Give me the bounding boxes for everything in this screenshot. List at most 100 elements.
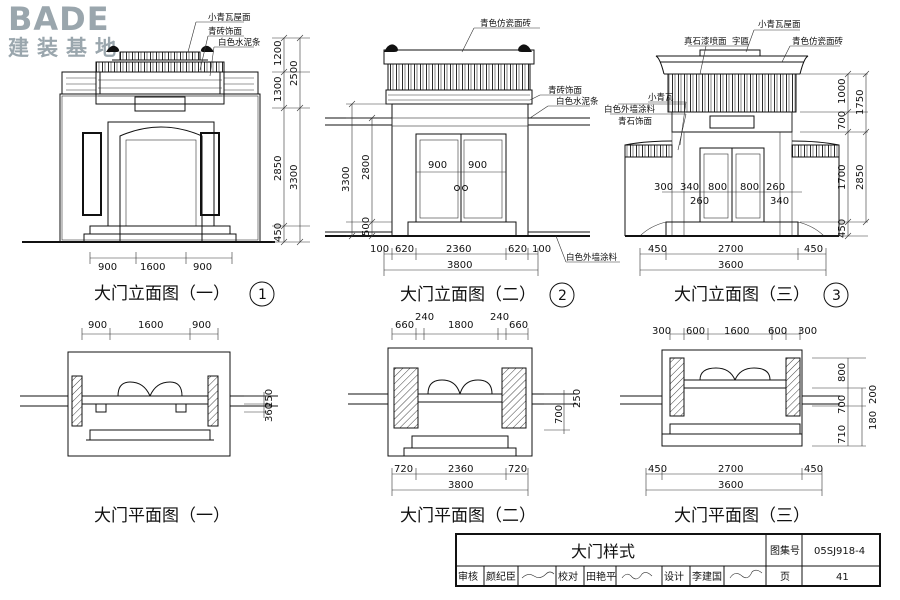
svg-text:1300: 1300	[273, 77, 284, 102]
svg-text:600: 600	[768, 326, 787, 337]
e3-callout-plaque: 字匾	[732, 36, 750, 47]
svg-text:240: 240	[490, 312, 509, 323]
svg-text:250: 250	[572, 389, 583, 408]
svg-text:660: 660	[509, 320, 528, 331]
svg-text:450: 450	[804, 464, 823, 475]
svg-text:800: 800	[708, 182, 727, 193]
plan-1	[20, 328, 278, 457]
e3-dim-bottom-total: 3600	[718, 260, 743, 271]
e2-door-dim-right: 900	[468, 160, 487, 171]
svg-text:360: 360	[264, 403, 275, 422]
svg-text:2850: 2850	[855, 165, 866, 190]
svg-text:1800: 1800	[448, 320, 473, 331]
svg-text:300: 300	[652, 326, 671, 337]
e3-callout-roof: 小青瓦屋面	[758, 19, 801, 30]
p3-dims-bottom-a: 450 2700 450	[648, 464, 823, 475]
e1-caption: 大门立面图（一）	[94, 284, 230, 304]
logo-brand: BADE	[8, 0, 110, 38]
svg-text:1600: 1600	[724, 326, 749, 337]
p3-dim-bottom-total: 3600	[718, 480, 743, 491]
svg-text:450: 450	[837, 219, 848, 238]
svg-text:100: 100	[370, 244, 389, 255]
e2-dim-left-b0: 2800	[361, 155, 372, 180]
tb-designer-signature	[729, 569, 763, 579]
tb-page-no: 41	[836, 572, 849, 583]
e1-number-circle	[249, 281, 275, 307]
tb-title: 大门样式	[571, 542, 635, 561]
svg-text:450: 450	[804, 244, 823, 255]
e3-number: 3	[832, 288, 841, 304]
svg-text:340: 340	[680, 182, 699, 193]
e2-dims-bottom-a: 100 620 2360 620 100	[370, 244, 551, 255]
svg-text:260: 260	[766, 182, 785, 193]
title-block	[455, 533, 881, 587]
svg-text:720: 720	[508, 464, 527, 475]
tb-page-label: 页	[780, 571, 790, 583]
svg-text:260: 260	[690, 196, 709, 207]
p1-caption: 大门平面图（一）	[94, 506, 230, 526]
p1-dims-top: 900 1600 900	[88, 320, 211, 331]
svg-text:3300: 3300	[289, 165, 300, 190]
svg-text:1700: 1700	[837, 165, 848, 190]
svg-text:2360: 2360	[448, 464, 473, 475]
e2-caption: 大门立面图（二）	[400, 285, 536, 305]
svg-text:450: 450	[648, 464, 667, 475]
tb-atlas-label: 图集号	[770, 544, 800, 557]
tb-designer: 李建国	[692, 570, 722, 583]
p3-caption: 大门平面图（三）	[674, 506, 810, 526]
svg-text:800: 800	[837, 363, 848, 382]
plan-2	[348, 328, 578, 496]
elevation-2	[325, 27, 620, 276]
e3-callout-small-tile: 小青瓦	[648, 92, 674, 103]
e2-callout-cement: 白色水泥条	[556, 96, 599, 107]
elevation-3	[610, 29, 870, 276]
e2-dim-left-a: 3300	[341, 167, 352, 192]
p3-dims-right-a: 800 700 710	[837, 363, 848, 444]
svg-text:2500: 2500	[289, 61, 300, 86]
plan-3	[620, 328, 866, 496]
p2-caption: 大门平面图（二）	[400, 506, 536, 526]
svg-text:1750: 1750	[855, 90, 866, 115]
svg-text:180: 180	[868, 411, 879, 430]
svg-text:1600: 1600	[138, 320, 163, 331]
p2-dim-bottom-total: 3800	[448, 480, 473, 491]
svg-text:2700: 2700	[718, 244, 743, 255]
e3-dims-bottom-a: 450 2700 450	[648, 244, 823, 255]
e3-caption: 大门立面图（三）	[674, 285, 810, 305]
e2-number: 2	[558, 288, 567, 304]
svg-text:900: 900	[192, 320, 211, 331]
e1-dims-bottom: 900 1600 900	[98, 262, 212, 273]
svg-text:2700: 2700	[718, 464, 743, 475]
e2-dim-left-b1: 500	[361, 217, 372, 236]
svg-text:450: 450	[273, 223, 284, 242]
svg-text:1000: 1000	[837, 79, 848, 104]
svg-text:250: 250	[264, 389, 275, 408]
svg-text:300: 300	[654, 182, 673, 193]
e1-callout-roof: 小青瓦屋面	[208, 12, 251, 23]
p2-dims-right: 700 250	[554, 389, 583, 424]
svg-text:100: 100	[532, 244, 551, 255]
tb-reviewer: 颜纪臣	[486, 570, 516, 583]
svg-text:700: 700	[837, 111, 848, 130]
svg-text:700: 700	[837, 395, 848, 414]
tb-design-label: 设计	[664, 570, 684, 583]
p2-dims-bottom-a: 720 2360 720	[394, 464, 527, 475]
e2-dim-bottom-total: 3800	[447, 260, 472, 271]
svg-text:900: 900	[193, 262, 212, 273]
svg-text:900: 900	[98, 262, 117, 273]
p1-dims-right: 250 360	[264, 389, 275, 422]
tb-reviewer-signature	[521, 571, 555, 579]
e3-dims-right-b: 1750 2850	[855, 90, 866, 190]
e3-dims-mid: 300 340 800 800 260 260 340	[654, 182, 789, 207]
svg-text:2850: 2850	[273, 156, 284, 181]
e3-callout-stone-paint: 真石漆喷面	[684, 36, 727, 47]
e2-callout-paint: 白色外墙涂料	[566, 252, 618, 263]
e2-callout-brick: 青砖饰面	[548, 85, 583, 96]
svg-text:900: 900	[88, 320, 107, 331]
p2-dims-top: 660 240 1800 240 660	[395, 312, 528, 331]
svg-text:710: 710	[837, 425, 848, 444]
e3-dims-right-a: 1000 700 1700 450	[837, 79, 848, 238]
elevation-1	[22, 21, 310, 264]
tb-review-label: 审核	[458, 570, 478, 583]
